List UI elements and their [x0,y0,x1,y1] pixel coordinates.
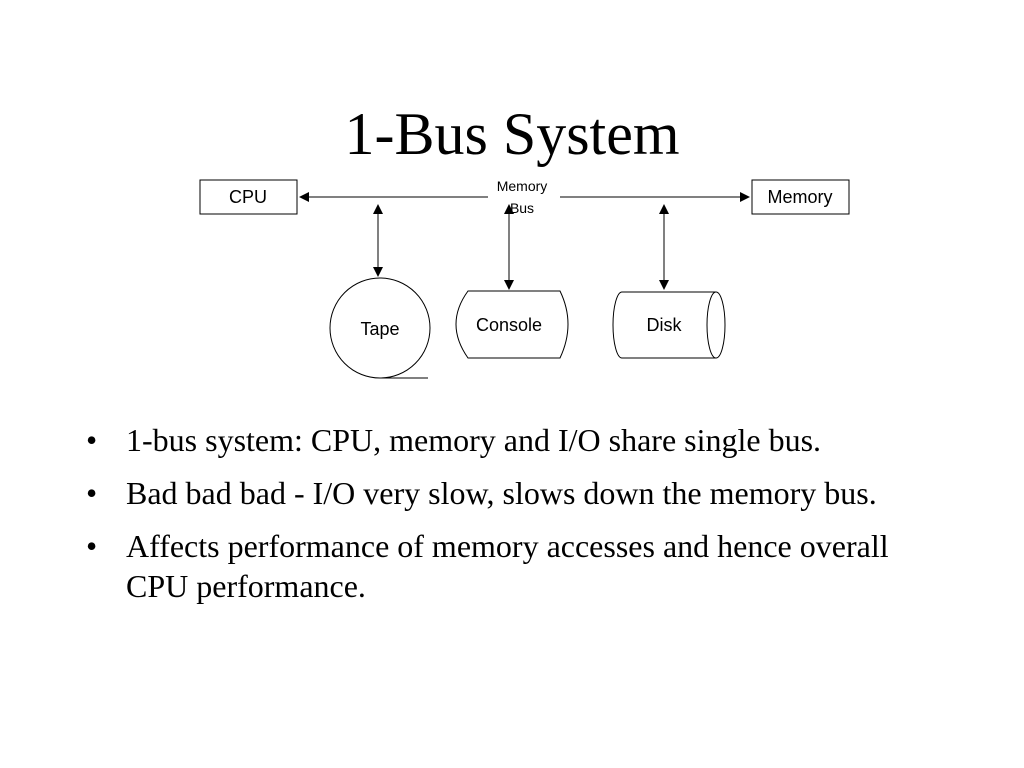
bullet-item: • Bad bad bad - I/O very slow, slows dow… [86,473,946,513]
bullet-marker: • [86,422,98,458]
cpu-node: CPU [199,179,298,215]
cpu-label: CPU [229,187,267,207]
tape-label: Tape [360,319,399,339]
bullet-item: • 1-bus system: CPU, memory and I/O shar… [86,420,946,460]
console-node: Console [455,290,569,359]
bullet-text: Affects performance of memory accesses a… [126,528,889,604]
bus-label-line2: Bus [510,200,534,216]
bullet-marker: • [86,475,98,511]
memory-label: Memory [767,187,832,207]
disk-node: Disk [612,291,726,359]
tape-node: Tape [329,277,431,379]
bus-diagram: CPU Memory Memory Bus Tape Console Disk [199,178,850,379]
bullet-list: • 1-bus system: CPU, memory and I/O shar… [86,420,946,619]
console-label: Console [476,315,542,335]
bullet-marker: • [86,528,98,564]
disk-label: Disk [647,315,683,335]
bullet-text: 1-bus system: CPU, memory and I/O share … [126,422,822,458]
bullet-text: Bad bad bad - I/O very slow, slows down … [126,475,877,511]
bullet-item: • Affects performance of memory accesses… [86,526,946,606]
bus-label-line1: Memory [497,178,548,194]
memory-node: Memory [751,179,850,215]
slide-title: 1-Bus System [344,101,680,167]
